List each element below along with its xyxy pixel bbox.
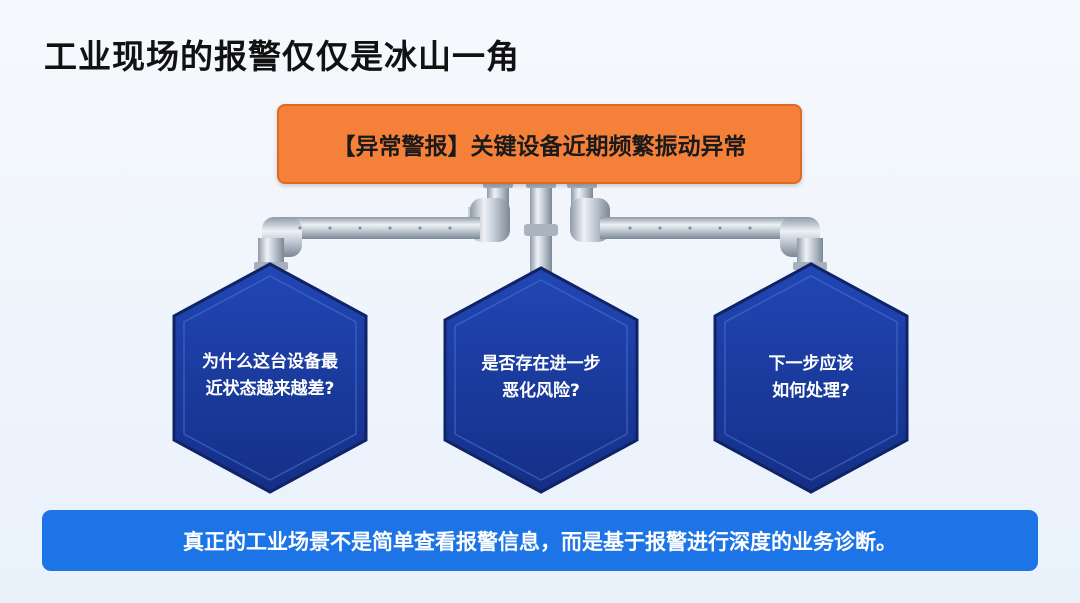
pipe-center (524, 180, 558, 277)
question-2-line2: 恶化风险? (502, 381, 580, 401)
page-title: 工业现场的报警仅仅是冰山一角 (44, 37, 520, 76)
question-2-line1: 是否存在进一步 (481, 354, 601, 374)
hexagon-2 (443, 266, 639, 494)
alert-text: 【异常警报】关键设备近期频繁振动异常 (332, 134, 747, 160)
pipe-left (254, 180, 513, 270)
question-2: 是否存在进一步 恶化风险? (441, 351, 641, 405)
question-3: 下一步应该 如何处理? (711, 351, 911, 405)
hexagon-3 (713, 262, 909, 494)
question-1: 为什么这台设备最 近状态越来越差? (170, 349, 370, 403)
pipe-right (567, 180, 827, 270)
conclusion-bar: 真正的工业场景不是简单查看报警信息，而是基于报警进行深度的业务诊断。 (42, 510, 1038, 571)
question-1-line2: 近状态越来越差? (205, 379, 335, 399)
question-3-line2: 如何处理? (772, 381, 850, 401)
alert-box: 【异常警报】关键设备近期频繁振动异常 (277, 104, 802, 184)
conclusion-text: 真正的工业场景不是简单查看报警信息，而是基于报警进行深度的业务诊断。 (183, 529, 897, 554)
question-1-line1: 为什么这台设备最 (202, 352, 338, 372)
question-3-line1: 下一步应该 (768, 354, 854, 374)
hexagon-1 (172, 262, 368, 494)
